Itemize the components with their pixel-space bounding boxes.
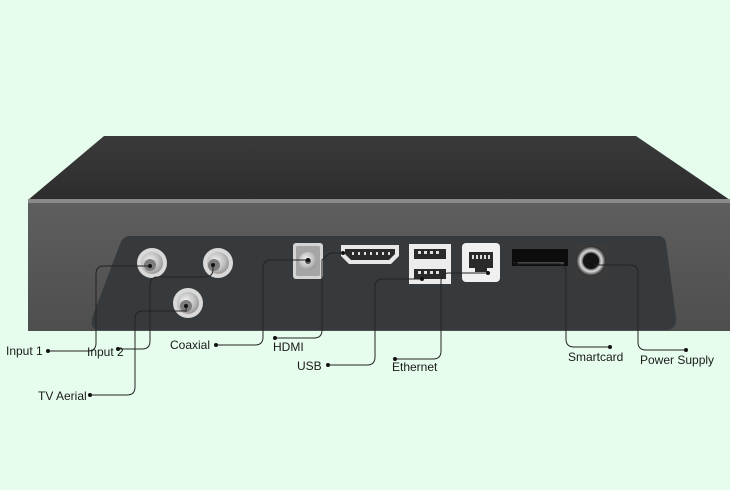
leader-lines <box>48 252 686 396</box>
label-ethernet: Ethernet <box>392 360 438 374</box>
ethernet-port <box>462 243 500 282</box>
set-top-box <box>28 136 730 331</box>
label-tv-aerial: TV Aerial <box>38 389 87 403</box>
box-top-edge <box>28 199 730 203</box>
tv-aerial-connector <box>173 288 203 318</box>
rf-input-2-connector <box>203 248 233 278</box>
leader-usb <box>328 278 422 366</box>
leader-power <box>592 264 686 351</box>
leader-tv-aerial <box>90 306 187 396</box>
label-input-1: Input 1 <box>6 344 43 358</box>
rf-input-1-connector <box>137 248 167 278</box>
leader-dots <box>46 251 688 397</box>
label-input-2: Input 2 <box>87 345 124 359</box>
leader-hdmi <box>275 252 343 339</box>
leader-input2 <box>118 265 214 350</box>
label-usb: USB <box>297 359 322 373</box>
leader-ethernet <box>395 272 488 360</box>
leader-smartcard <box>516 263 610 348</box>
leader-input1 <box>48 265 150 352</box>
label-hdmi: HDMI <box>273 340 304 354</box>
label-coaxial: Coaxial <box>170 338 210 352</box>
smartcard-slot <box>512 249 568 266</box>
box-top-surface <box>28 136 730 200</box>
hdmi-port <box>341 245 399 264</box>
label-smartcard: Smartcard <box>568 350 623 364</box>
usb-port-top <box>409 244 451 264</box>
leader-coaxial <box>216 259 308 346</box>
label-power-supply: Power Supply <box>640 353 714 367</box>
power-supply-socket <box>574 244 608 278</box>
